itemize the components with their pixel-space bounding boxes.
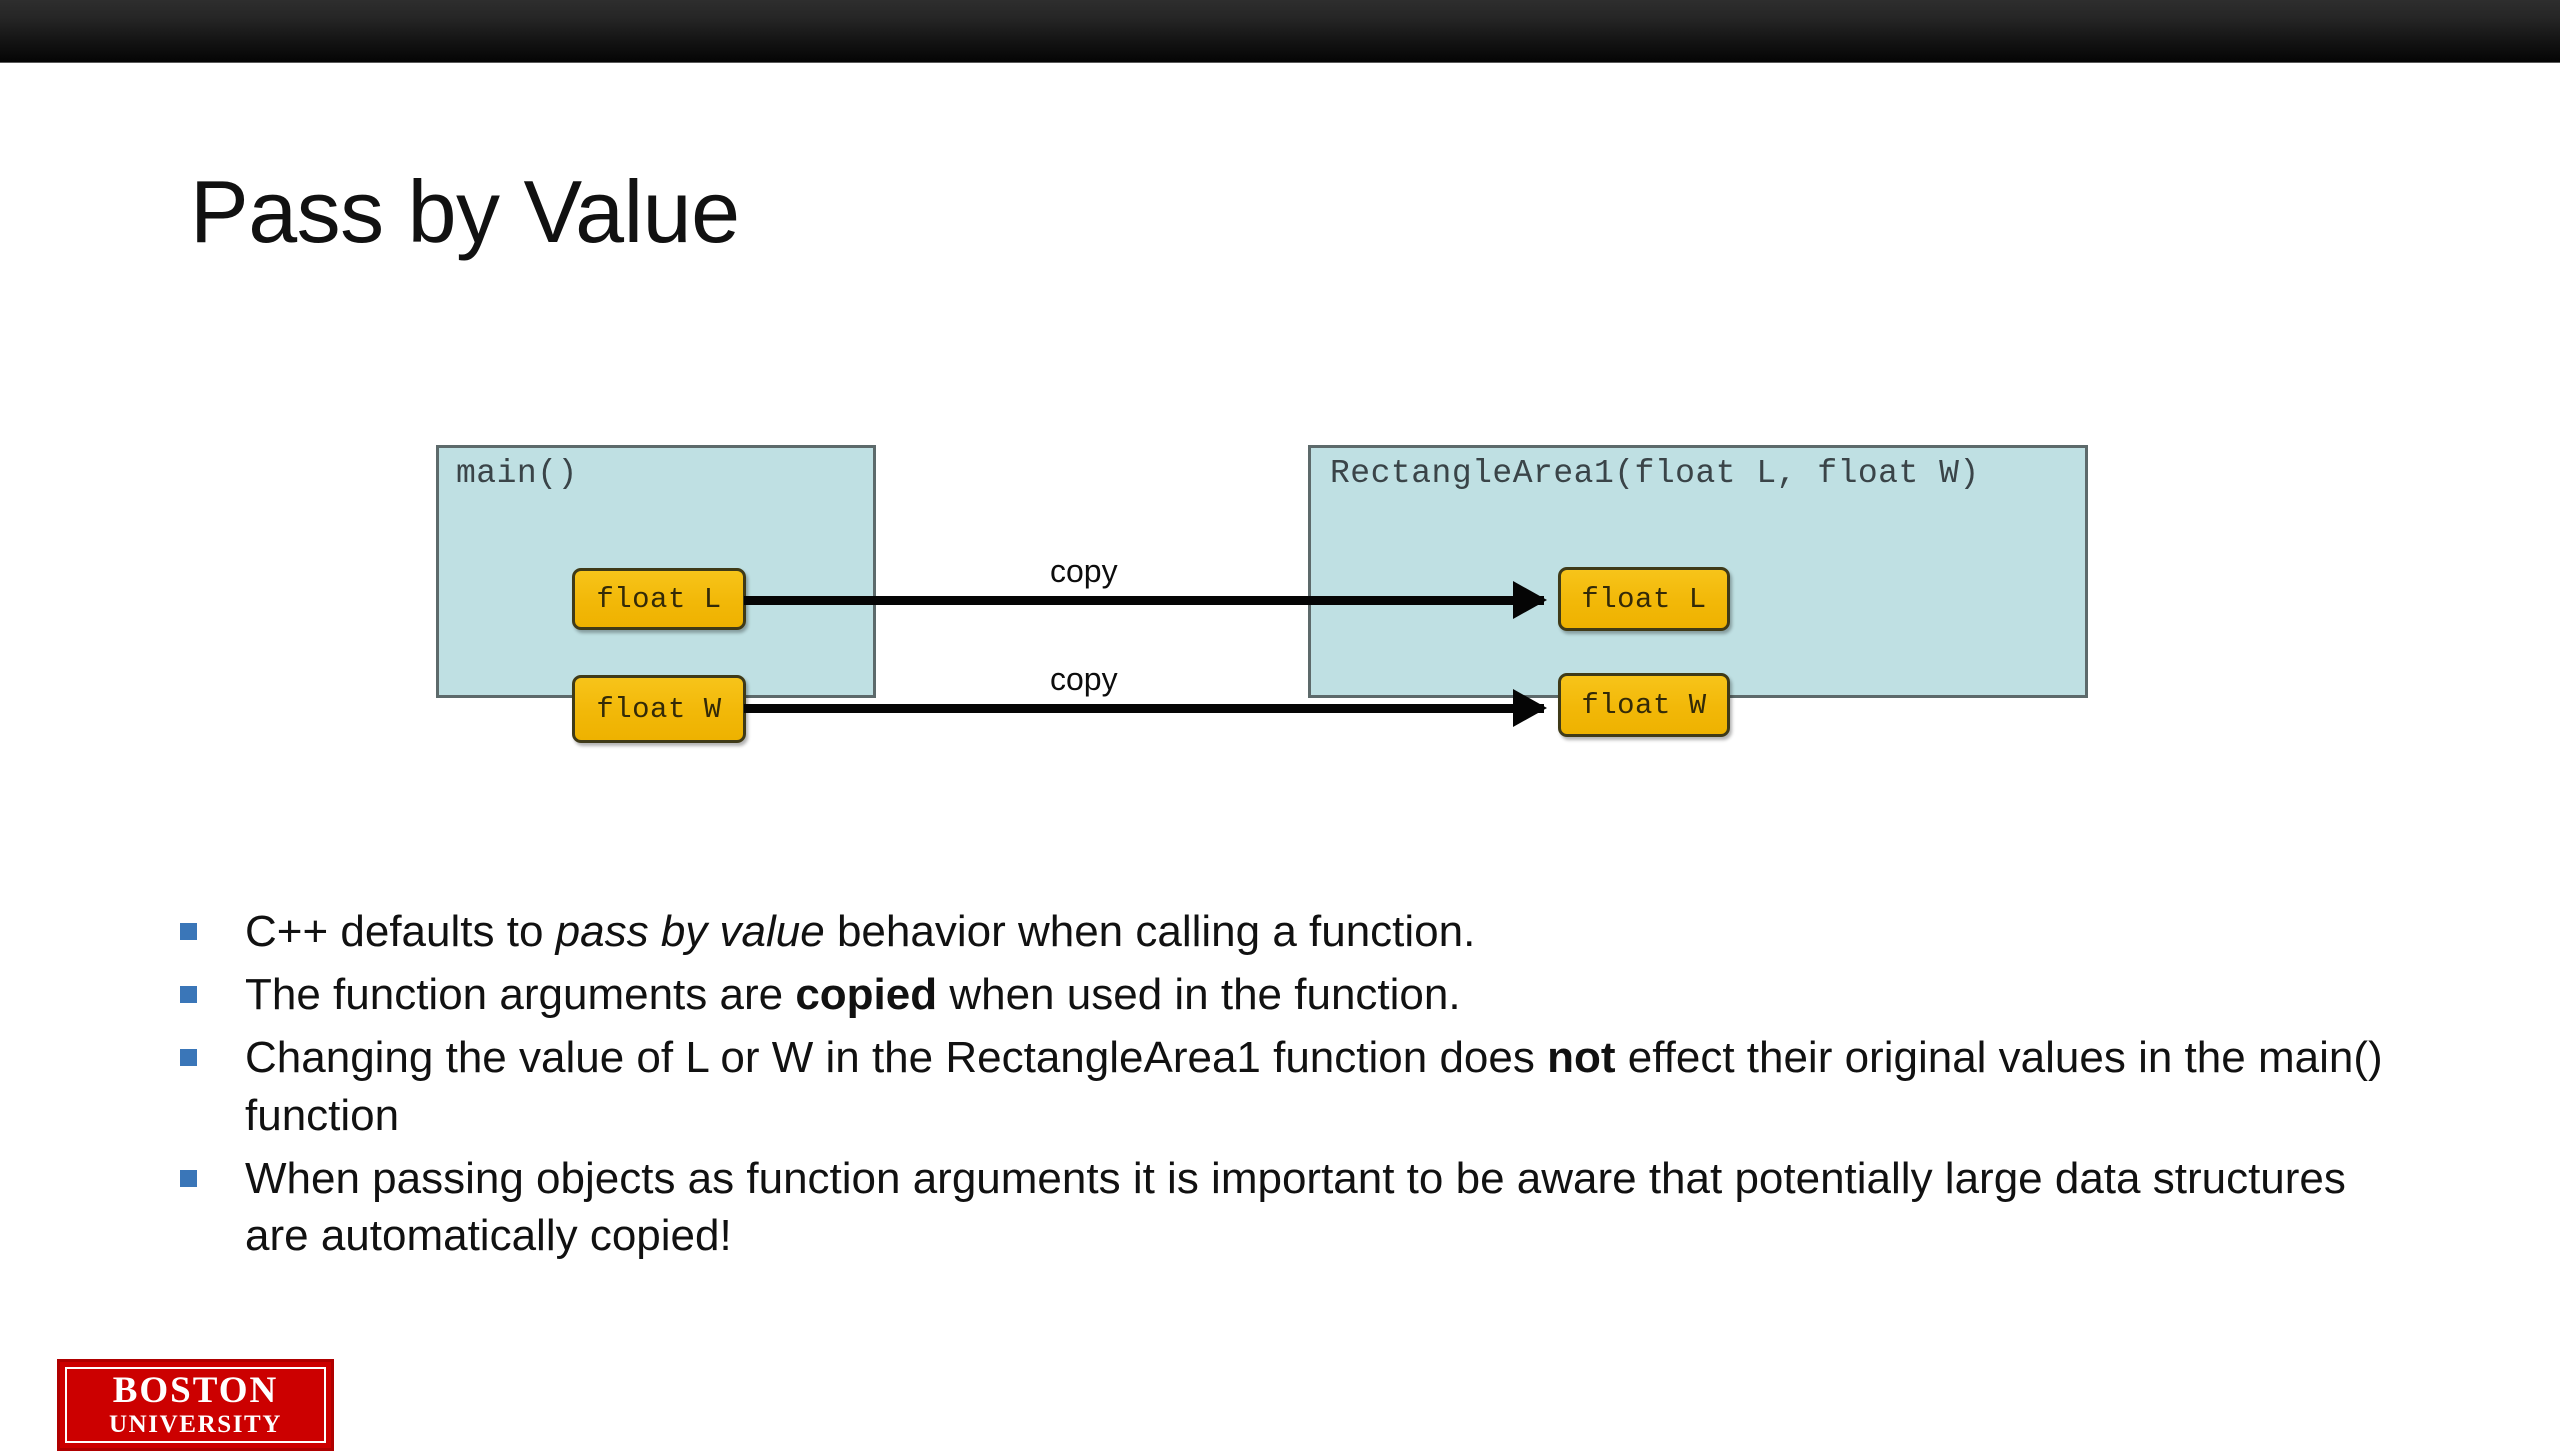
bullet-text: When passing objects as function argumen… (245, 1150, 2395, 1264)
caller-variable-float-w-label: float W (596, 692, 722, 726)
callee-variable-float-w: float W (1558, 673, 1730, 737)
bullet-marker-icon (180, 1049, 197, 1067)
bullet-text-run: not (1547, 1033, 1616, 1083)
copy-arrow-head-2-icon (1513, 689, 1547, 727)
bullet-text-run: copied (795, 970, 938, 1020)
bullet-item: C++ defaults to pass by value behavior w… (180, 903, 2490, 960)
logo-line-boston: BOSTON (112, 1369, 279, 1411)
bullet-item: Changing the value of L or W in the Rect… (180, 1029, 2490, 1143)
caller-variable-float-w: float W (572, 675, 746, 743)
callee-variable-float-l: float L (1558, 567, 1730, 631)
copy-arrow-label-1: copy (1050, 553, 1118, 589)
bullet-text-run: when used in the function. (937, 970, 1461, 1020)
bullet-text-run: The function arguments are (245, 970, 796, 1020)
copy-arrow-label-2: copy (1050, 661, 1118, 697)
bullet-text-run: pass by value (555, 907, 825, 956)
bullet-list: C++ defaults to pass by value behavior w… (180, 903, 2490, 1270)
caller-variable-float-l: float L (572, 568, 746, 630)
bullet-text: Changing the value of L or W in the Rect… (245, 1029, 2395, 1143)
callee-frame-box (1308, 445, 2088, 698)
bullet-marker-icon (180, 923, 197, 940)
copy-arrow-line-1 (744, 596, 1544, 605)
bullet-text: C++ defaults to pass by value behavior w… (245, 903, 2395, 960)
bullet-item: When passing objects as function argumen… (180, 1150, 2490, 1264)
caller-frame-box (436, 445, 876, 698)
caller-variable-float-l-label: float L (596, 582, 722, 616)
page-title: Pass by Value (190, 162, 740, 261)
bullet-text-run: Changing the value of L or W in the Rect… (245, 1033, 1548, 1083)
bullet-text-run: effect their original values in the main… (245, 1033, 2383, 1140)
callee-variable-float-l-label: float L (1581, 582, 1707, 616)
callee-variable-float-w-label: float W (1581, 688, 1707, 722)
bullet-marker-icon (180, 986, 197, 1004)
callee-frame-label: RectangleArea1(float L, float W) (1330, 455, 1980, 492)
bullet-marker-icon (180, 1169, 197, 1187)
bullet-item: The function arguments are copied when u… (180, 966, 2490, 1023)
copy-arrow-head-1-icon (1513, 581, 1547, 619)
bullet-text-run: behavior when calling a function. (824, 907, 1476, 956)
bullet-text-run: C++ defaults to (245, 907, 556, 956)
boston-university-logo-inner: BOSTON UNIVERSITY (65, 1367, 326, 1443)
logo-line-university: UNIVERSITY (109, 1410, 282, 1438)
caller-frame-label: main() (456, 455, 578, 492)
copy-arrow-line-2 (744, 704, 1544, 713)
boston-university-logo: BOSTON UNIVERSITY (57, 1359, 334, 1451)
viewer-chrome-bar (0, 0, 2560, 63)
slide-canvas: Pass by Value main() float L float W Rec… (0, 63, 2560, 1451)
bullet-text-run: When passing objects as function argumen… (245, 1153, 2346, 1260)
bullet-text: The function arguments are copied when u… (245, 966, 2395, 1023)
